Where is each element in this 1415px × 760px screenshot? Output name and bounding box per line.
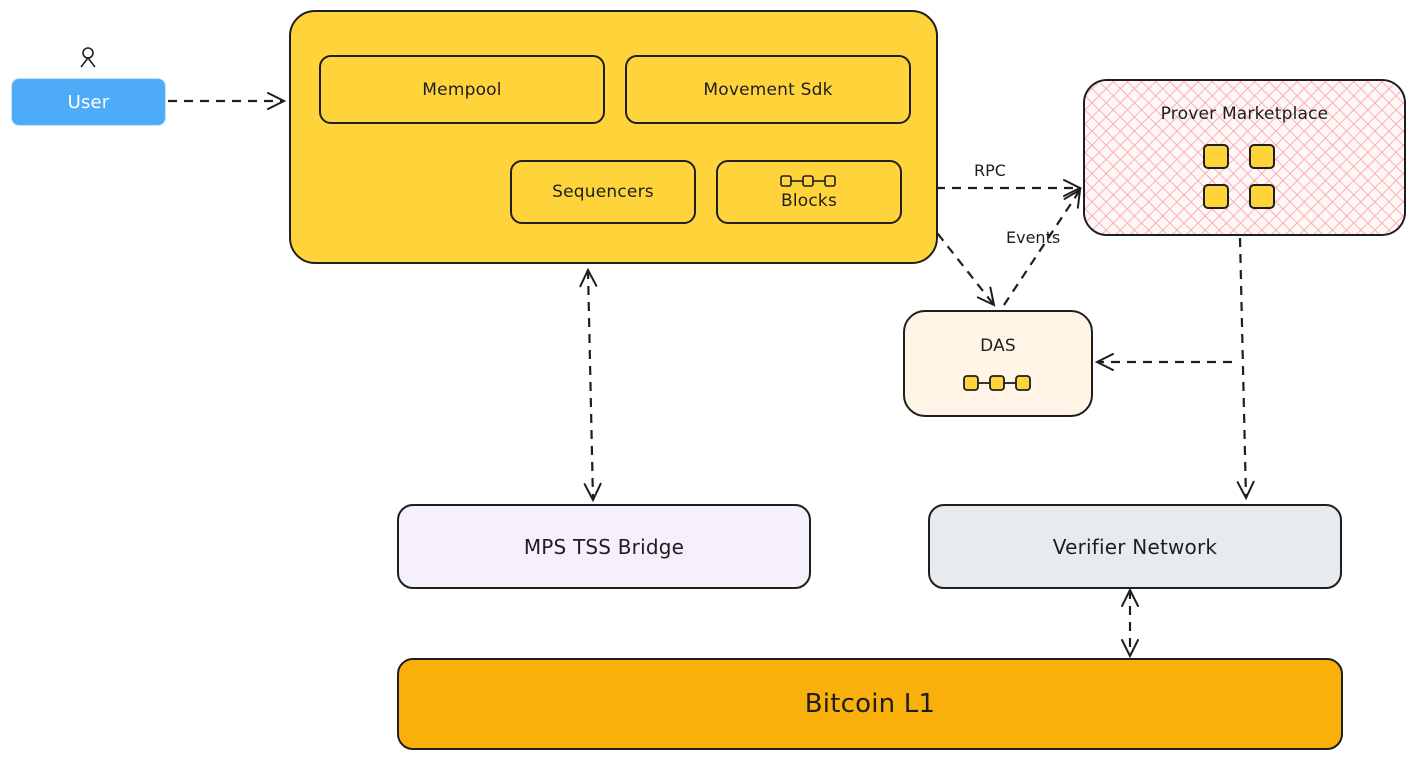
das-node[interactable]: DAS [903,310,1093,417]
verifier-network-node[interactable]: Verifier Network [928,504,1342,589]
mps-tss-bridge-label: MPS TSS Bridge [523,534,685,559]
mps-tss-bridge-node[interactable]: MPS TSS Bridge [397,504,811,589]
bitcoin-l1-node[interactable]: Bitcoin L1 [397,658,1343,750]
edge-movement-bridge-arrowhead-end [583,482,602,503]
sequencers-label: Sequencers [552,182,654,202]
prover-marketplace-node[interactable]: Prover Marketplace [1083,79,1406,236]
edge-user-to-movement-arrowhead-end [267,92,287,110]
mempool-label: Mempool [422,79,502,100]
edge-prover-to-verifier-arrowhead-end [1236,480,1255,501]
user-label: User [67,91,110,113]
grid-icon [1203,144,1279,212]
edge-blocks-prover-rpc-arrowhead-end [1063,179,1083,197]
edge-movement-bridge-arrowhead-start [579,267,598,288]
movement-sdk-label: Movement Sdk [703,79,833,100]
movement-stack-container[interactable] [289,10,938,264]
chain-icon [962,374,1034,392]
das-label: DAS [980,335,1016,356]
edge-movement-bridge[interactable] [586,269,595,501]
edge-das-to-prover-events-arrowhead-end [1063,188,1082,209]
person-icon [78,46,98,70]
edge-das-to-prover-events[interactable] [1003,189,1081,306]
blocks-label: Blocks [780,191,838,211]
edge-prover-to-das-arrowhead-end [1094,353,1114,371]
edge-prover-to-verifier[interactable] [1238,237,1248,499]
sequencers-node[interactable]: Sequencers [510,160,696,224]
events-edge-label: Events [1006,228,1061,247]
edge-verifier-bitcoin-arrowhead-start [1121,587,1139,607]
edge-blocks-to-das-arrowhead-end [976,286,996,307]
movement-sdk-node[interactable]: Movement Sdk [625,55,911,124]
prover-marketplace-label: Prover Marketplace [1160,104,1329,124]
edge-verifier-bitcoin-arrowhead-end [1121,639,1139,659]
hatch-fill [1085,81,1404,234]
rpc-edge-label: RPC [974,161,1006,180]
bitcoin-l1-label: Bitcoin L1 [804,689,936,719]
mempool-node[interactable]: Mempool [319,55,605,124]
blocks-node[interactable]: Blocks [716,160,902,224]
verifier-network-label: Verifier Network [1052,534,1218,559]
chain-icon [779,173,839,189]
user-node[interactable]: User [11,78,166,126]
